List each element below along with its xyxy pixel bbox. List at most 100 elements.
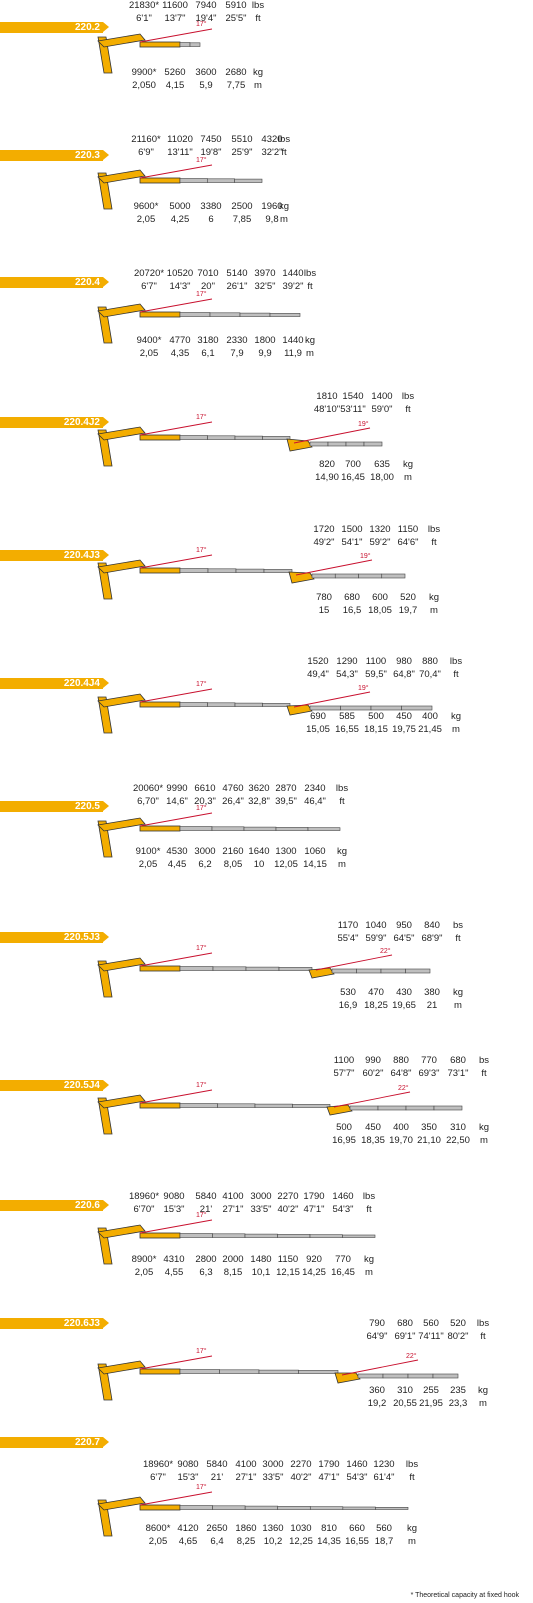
table-cell: 19'4" [195,13,217,24]
model-tab: 220.5 [0,801,109,812]
table-cell: 1520 [307,656,329,667]
table-cell: 2500 [231,201,253,212]
boom-extension [277,1234,311,1238]
unit-label: ft [455,933,461,944]
table-cell: 32,8" [248,796,270,807]
table-cell: 1060 [304,846,326,857]
table-cell: 255 [423,1385,439,1396]
jib-extension [381,573,406,579]
boom-extension [179,568,209,573]
table-cell: 18,7 [374,1536,394,1547]
jib-base [334,1372,361,1384]
table-cell: 26'1" [226,281,248,292]
crane-diagram: 17°22° [97,1347,459,1401]
table-cell: 1150 [397,524,419,535]
table-cell: 2,05 [139,348,159,359]
table-cell: 6 [208,214,214,225]
angle-line [139,1355,213,1370]
angle-line [315,954,393,971]
table-cell: 33'5" [262,1472,284,1483]
table-cell: 7,9 [230,348,244,359]
unit-label: kg [252,67,264,78]
unit-label: kg [278,201,290,212]
boom-extension [244,1233,278,1238]
table-cell: 6'70" [133,1204,155,1215]
jib-extension [358,573,383,579]
jib-base [288,571,315,584]
table-cell: 400 [393,1122,409,1133]
inner-boom [139,434,181,441]
unit-label: m [338,859,346,870]
inner-boom [139,1232,181,1239]
boom-extension [275,827,309,831]
jib-extension [334,573,359,579]
table-cell: 470 [368,987,384,998]
table-cell: 770 [335,1254,351,1265]
angle-label: 17° [196,680,207,688]
table-cell: 5840 [206,1459,228,1470]
crane-column [97,1227,113,1265]
unit-label: ft [255,13,261,24]
angle-line [293,691,371,708]
table-cell: 560 [423,1318,439,1329]
table-cell: 6,70" [137,796,159,807]
footnote: * Theoretical capacity at fixed hook [410,1592,519,1599]
boom-extension [292,1104,331,1108]
table-cell: 1810 [316,391,338,402]
jib-extension [432,1373,459,1379]
boom-extension [239,312,271,317]
table-cell: 60'2" [362,1068,384,1079]
table-cell: 360 [369,1385,385,1396]
table-cell: 9,9 [258,348,272,359]
angle-label: 17° [196,413,207,421]
boom-extension [307,827,341,831]
table-cell: 1860 [235,1523,257,1534]
angle-line [333,1091,411,1108]
model-tab: 220.5J4 [0,1080,109,1091]
unit-label: ft [480,1331,486,1342]
table-cell: 4,65 [178,1536,198,1547]
angle-line [139,952,213,967]
angle-line [139,28,213,43]
unit-label: ft [481,1068,487,1079]
table-cell: 1440 [282,335,304,346]
jib-extension [377,1105,407,1111]
table-cell: 14'3" [169,281,191,292]
table-cell: 16,9 [338,1000,358,1011]
angle-label: 17° [196,290,207,298]
inner-boom [139,825,181,832]
table-cell: 15 [318,605,330,616]
table-cell: 700 [345,459,361,470]
table-cell: 39'2" [282,281,304,292]
boom-extension [179,312,211,317]
crane-diagram: 17° [97,20,213,74]
table-cell: 500 [368,711,384,722]
table-cell: 49'2" [313,537,335,548]
table-cell: 6,2 [198,859,212,870]
table-cell: 40'2" [290,1472,312,1483]
table-cell: 450 [396,711,412,722]
unit-label: lbs [449,656,463,667]
table-cell: 6,3 [199,1267,213,1278]
table-cell: 1790 [318,1459,340,1470]
unit-label: m [480,1135,488,1146]
jib-extension [405,1105,435,1111]
table-cell: 880 [422,656,438,667]
table-cell: 19,2 [367,1398,387,1409]
angle-line [139,554,213,569]
table-cell: 54,3" [336,669,358,680]
inner-boom [139,965,181,972]
table-cell: 16,55 [345,1536,369,1547]
unit-label: kg [336,846,348,857]
table-cell: 235 [450,1385,466,1396]
unit-label: kg [477,1385,489,1396]
table-cell: 3620 [248,783,270,794]
boom-extension [234,435,263,440]
table-cell: 10,1 [251,1267,271,1278]
table-cell: 1960 [261,201,283,212]
table-cell: 20720* [133,268,165,279]
unit-label: kg [406,1523,418,1534]
table-cell: 11020 [167,134,193,145]
table-cell: 380 [424,987,440,998]
table-cell: 80'2" [447,1331,469,1342]
